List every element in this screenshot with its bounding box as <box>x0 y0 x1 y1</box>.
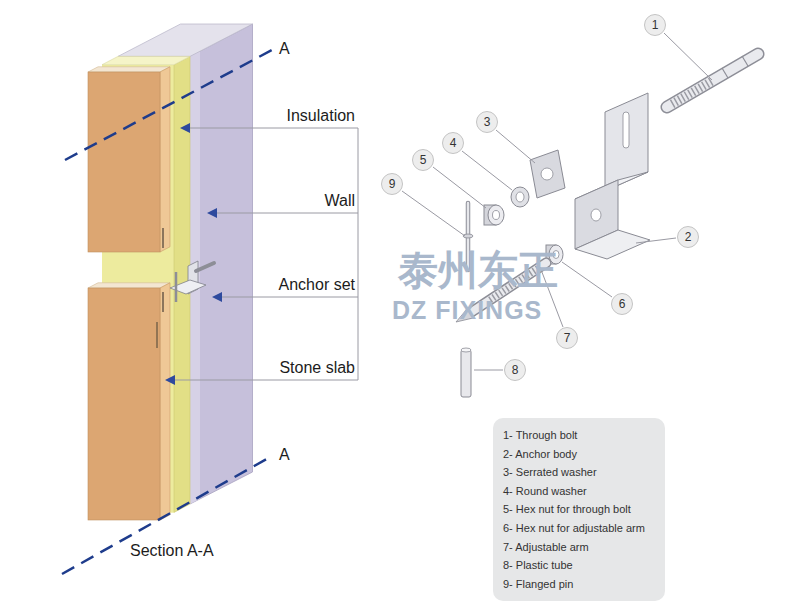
parts-list-item: 1- Through bolt <box>503 426 653 445</box>
part-label: Insulation <box>287 107 356 125</box>
slab-side <box>160 283 170 520</box>
callout-circle: 9 <box>381 173 403 195</box>
callout-leader <box>562 262 612 297</box>
leader-line <box>189 128 358 129</box>
section-marker: A <box>279 446 290 464</box>
bolt-sleeve-joint <box>722 68 728 78</box>
bolt-thread <box>672 81 712 104</box>
watermark: 泰州东正 <box>398 248 558 292</box>
serrated-washer <box>530 150 565 198</box>
part-label: Anchor set <box>279 276 355 294</box>
section-title: Section A-A <box>130 542 214 560</box>
part-label: Wall <box>324 192 355 210</box>
wall-side <box>190 24 253 504</box>
section-marker: A <box>279 40 290 58</box>
slab-side <box>160 67 170 252</box>
parts-list-item: 3- Serrated washer <box>503 463 653 482</box>
leader-line <box>174 380 358 381</box>
slab-top <box>88 67 170 72</box>
part-label: Stone slab <box>279 359 355 377</box>
callout-circle: 5 <box>412 149 434 171</box>
slab-top <box>88 283 170 288</box>
round-washer <box>511 187 529 207</box>
callout-number: 8 <box>512 364 519 376</box>
slab-front <box>88 288 160 520</box>
parts-list-item: 8- Plastic tube <box>503 556 653 575</box>
anchor-body <box>575 230 650 259</box>
insulation-top <box>102 56 190 64</box>
parts-list-item: 7- Adjustable arm <box>503 538 653 557</box>
anchor-body <box>605 93 648 191</box>
leader-line <box>358 128 359 380</box>
callout-circle: 2 <box>677 226 699 248</box>
callout-number: 3 <box>484 116 491 128</box>
pin-slot <box>162 292 164 312</box>
callout-number: 1 <box>652 19 659 31</box>
callout-leader <box>496 130 535 163</box>
anchor-bolt <box>196 263 214 271</box>
bolt-sleeve-joint <box>742 56 748 66</box>
through-bolt <box>667 54 758 107</box>
anchor-hole <box>591 209 601 221</box>
washer-hole <box>516 192 524 202</box>
watermark: DZ FIXINGS <box>392 296 542 324</box>
callout-leader <box>664 33 712 80</box>
parts-list-item: 9- Flanged pin <box>503 575 653 594</box>
leader-line <box>221 297 358 298</box>
slab-front <box>88 72 160 252</box>
leader-line <box>216 213 358 214</box>
anchor-pin <box>175 272 178 302</box>
washer-hole <box>541 168 553 180</box>
pin-slot <box>162 228 164 248</box>
callout-circle: 4 <box>442 132 464 154</box>
callout-leader <box>636 238 676 243</box>
callout-circle: 3 <box>476 111 498 133</box>
wall-top <box>118 24 253 56</box>
plastic-tube <box>461 348 471 352</box>
parts-list-panel: 1- Through bolt2- Anchor body3- Serrated… <box>493 418 665 601</box>
pin-slot <box>156 322 158 348</box>
arrowhead <box>165 375 175 385</box>
callout-leader <box>462 151 512 190</box>
callout-circle: 7 <box>556 327 578 349</box>
section-line <box>62 456 272 574</box>
callout-number: 6 <box>619 298 626 310</box>
callout-number: 5 <box>420 154 427 166</box>
through-bolt <box>667 54 758 107</box>
section-line <box>65 50 272 160</box>
parts-list-item: 5- Hex nut for through bolt <box>503 500 653 519</box>
arrowhead <box>212 292 222 302</box>
callout-leader <box>402 191 465 236</box>
callout-number: 9 <box>389 178 396 190</box>
plastic-tube <box>461 350 471 397</box>
arrowhead <box>180 123 190 133</box>
parts-list-item: 4- Round washer <box>503 482 653 501</box>
anchor-slot <box>623 112 629 148</box>
parts-list-item: 2- Anchor body <box>503 445 653 464</box>
callout-leader <box>433 167 486 208</box>
hex-nut <box>488 205 504 225</box>
callout-circle: 6 <box>611 293 633 315</box>
callout-circle: 8 <box>504 359 526 381</box>
callout-leader <box>474 370 503 371</box>
nut-hole <box>493 211 500 220</box>
callout-number: 4 <box>450 137 457 149</box>
parts-list-item: 6- Hex nut for adjustable arm <box>503 519 653 538</box>
callout-number: 7 <box>564 332 571 344</box>
arrowhead <box>207 208 217 218</box>
callout-circle: 1 <box>644 14 666 36</box>
callout-number: 2 <box>685 231 692 243</box>
